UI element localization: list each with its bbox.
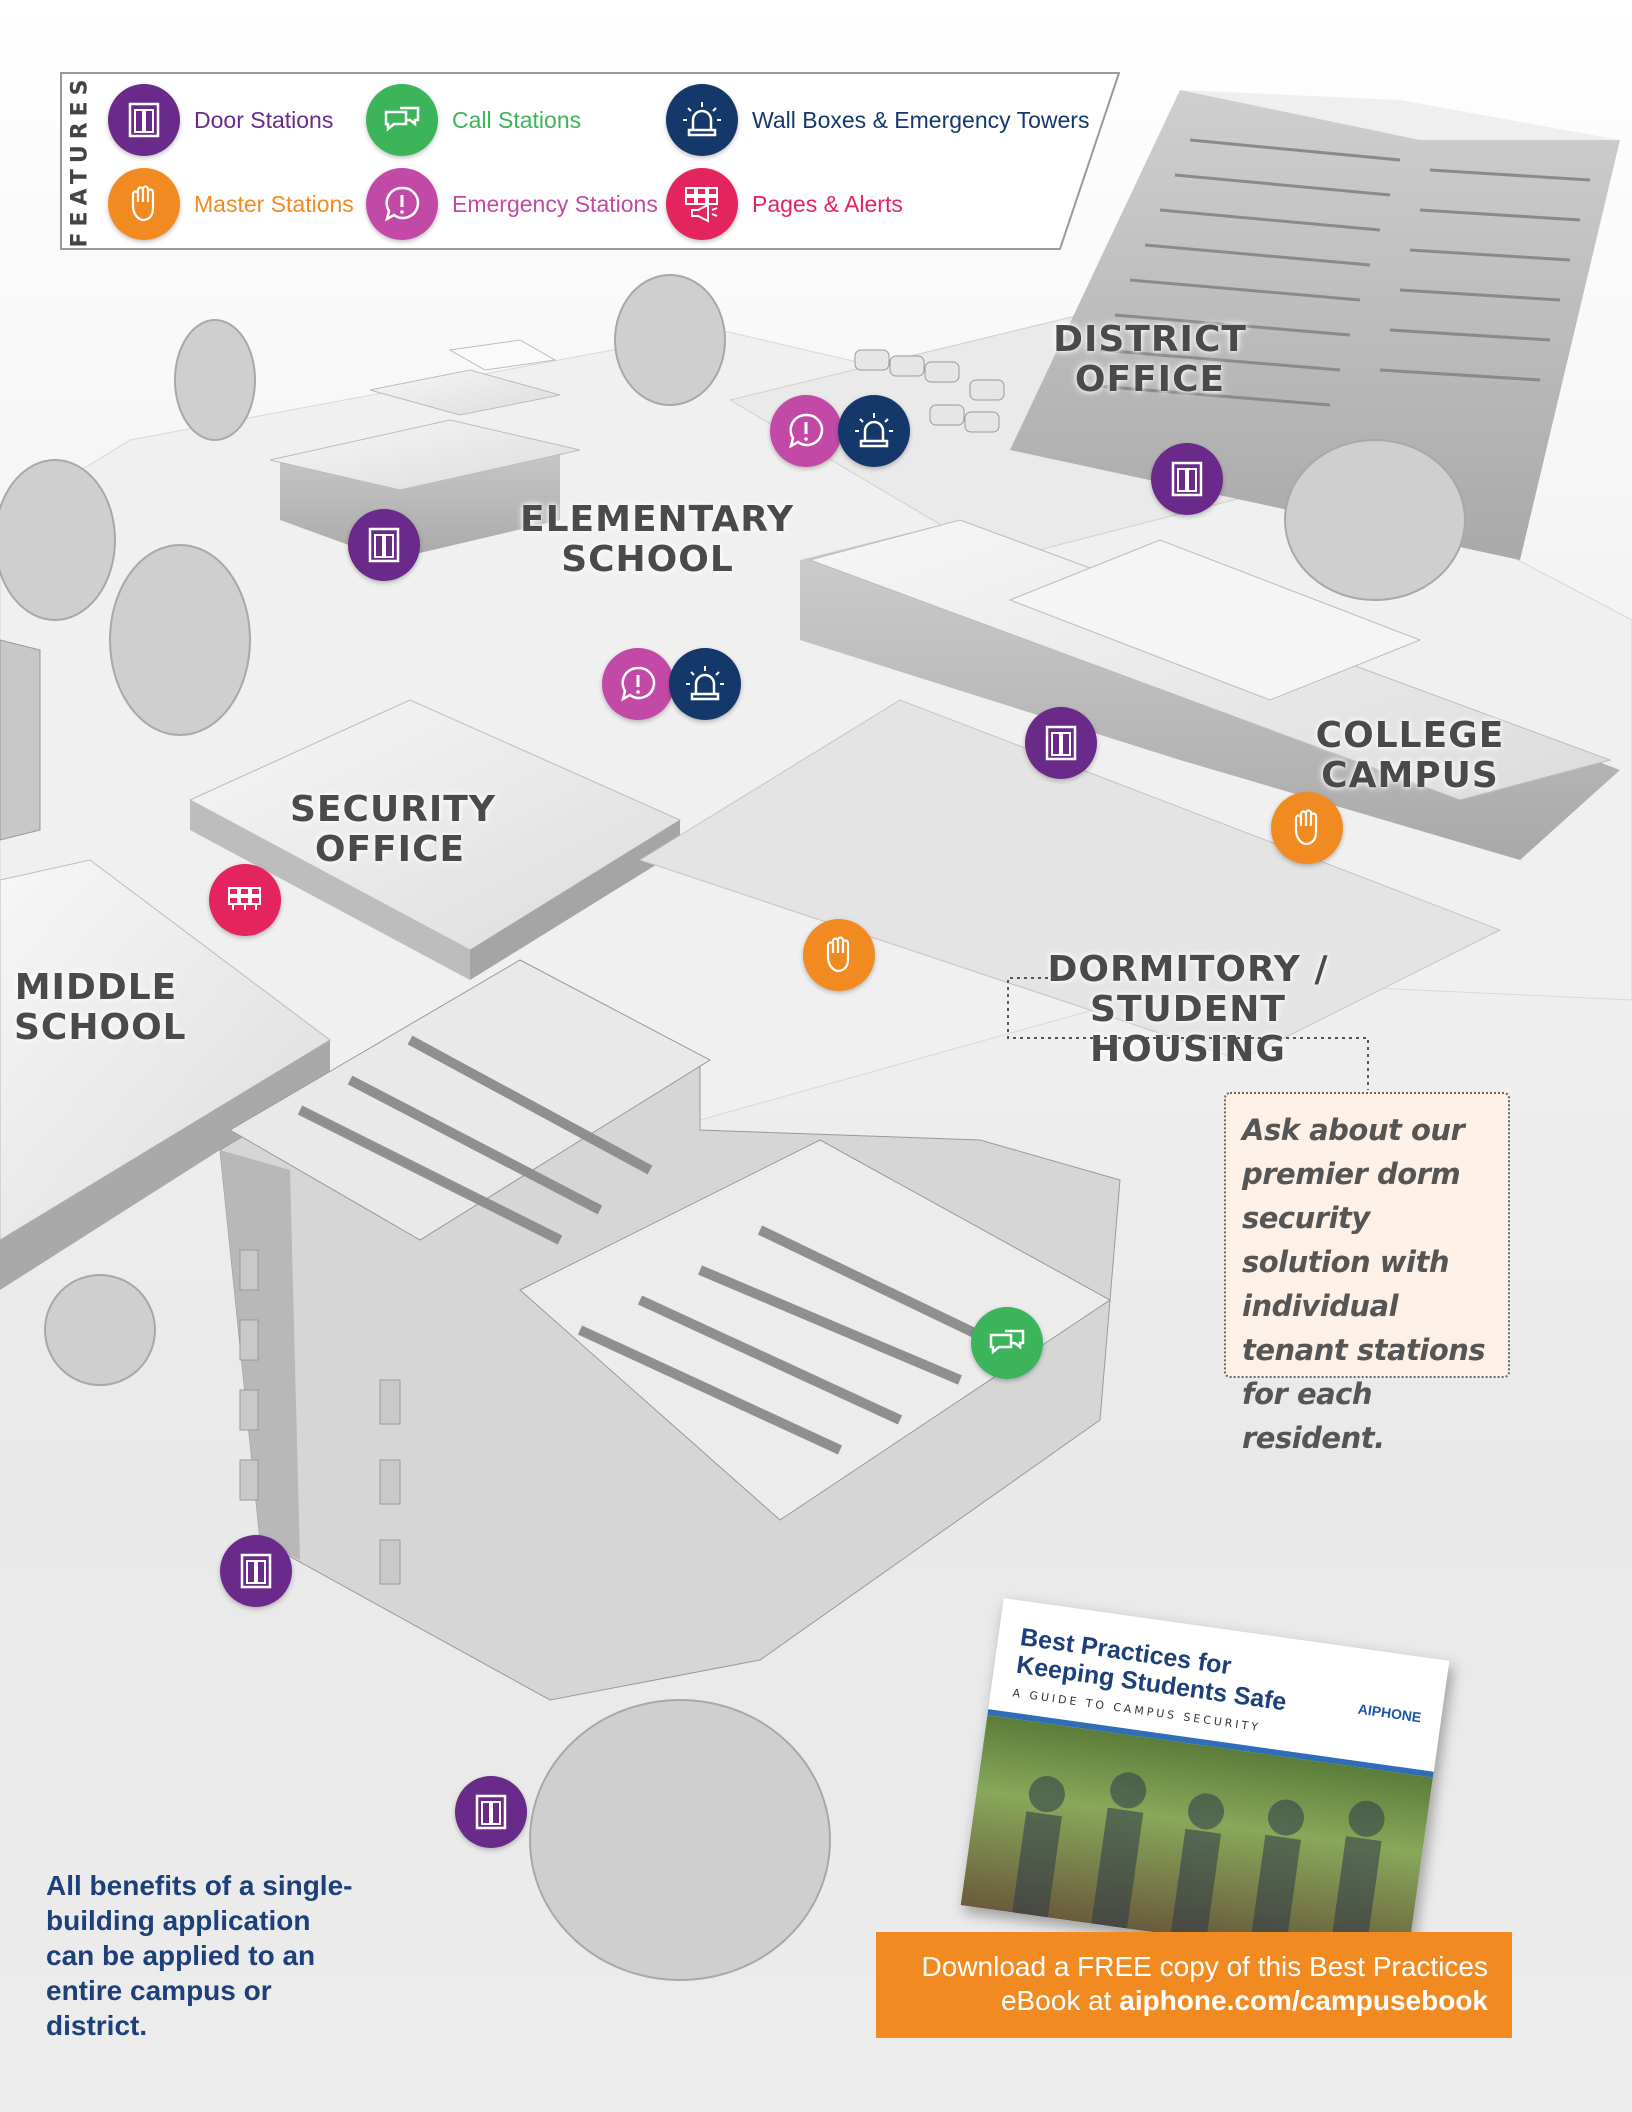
master-station-marker-dorm[interactable] <box>803 919 875 991</box>
megaphone-grid-icon <box>666 168 738 240</box>
cta-link[interactable]: aiphone.com/campusebook <box>1119 1985 1488 2016</box>
legend-label-emergency: Emergency Stations <box>452 190 658 217</box>
door-station-marker-dorm-bottom[interactable] <box>455 1776 527 1848</box>
college-campus-building <box>800 519 1620 860</box>
pages-alerts-marker-security[interactable] <box>209 864 281 936</box>
call-station-marker-dorm[interactable] <box>971 1307 1043 1379</box>
benefits-text: All benefits of a single-building applic… <box>46 1870 353 2041</box>
door-station-marker-district[interactable] <box>1151 443 1223 515</box>
elementary-school-building <box>269 339 581 560</box>
label-middle-school: MIDDLE SCHOOL <box>14 967 187 1048</box>
legend-item-emergency-stations: Emergency Stations <box>366 168 658 240</box>
security-office-building <box>188 699 682 980</box>
aiphone-logo: AIPHONE <box>1356 1700 1423 1726</box>
door-station-marker-elementary[interactable] <box>348 509 420 581</box>
ebook-photo <box>960 1715 1433 1968</box>
alert-bubble-icon <box>366 168 438 240</box>
middle-school-building <box>0 859 331 1290</box>
door-icon <box>108 84 180 156</box>
siren-icon <box>666 84 738 156</box>
callout-connector <box>1007 977 1369 1090</box>
label-college-campus: COLLEGE CAMPUS <box>1315 715 1505 796</box>
wall-box-marker-parking[interactable] <box>838 395 910 467</box>
cta-text: Download a FREE copy of this Best Practi… <box>921 1951 1488 2016</box>
wall-box-marker-quad[interactable] <box>669 648 741 720</box>
legend-item-wall-boxes: Wall Boxes & Emergency Towers <box>666 84 1089 156</box>
legend-item-door-stations: Door Stations <box>108 84 333 156</box>
dorm-callout: Ask about our premier dorm security solu… <box>1224 1092 1510 1455</box>
legend-label-master: Master Stations <box>194 190 354 217</box>
legend-label-pages: Pages & Alerts <box>752 190 903 217</box>
dorm-callout-text: Ask about our premier dorm security solu… <box>1242 1113 1486 1455</box>
ear-hand-icon <box>108 168 180 240</box>
legend-label-door: Door Stations <box>194 106 334 133</box>
label-elementary-school: ELEMENTARY SCHOOL <box>520 499 795 580</box>
label-district-office: DISTRICT OFFICE <box>1053 319 1247 400</box>
legend-item-master-stations: Master Stations <box>108 168 354 240</box>
legend-label: FEATURES <box>67 72 93 248</box>
label-security-office: SECURITY OFFICE <box>290 789 496 870</box>
door-station-marker-dorm-left[interactable] <box>220 1535 292 1607</box>
legend-frame <box>60 72 1120 250</box>
legend-label-wall: Wall Boxes & Emergency Towers <box>752 106 1090 133</box>
emergency-station-marker-quad[interactable] <box>602 648 674 720</box>
dormitory-building <box>219 959 1121 1701</box>
label-dormitory: DORMITORY / STUDENT HOUSING <box>1047 949 1329 1070</box>
district-office-building <box>1010 90 1620 560</box>
legend-item-call-stations: Call Stations <box>366 84 581 156</box>
emergency-station-marker-parking[interactable] <box>770 395 842 467</box>
legend-label-call: Call Stations <box>452 106 582 133</box>
chat-bubbles-icon <box>366 84 438 156</box>
legend-item-pages-alerts: Pages & Alerts <box>666 168 903 240</box>
master-station-marker-college[interactable] <box>1271 792 1343 864</box>
door-station-marker-college[interactable] <box>1025 707 1097 779</box>
ebook-cover[interactable]: Best Practices for Keeping Students Safe… <box>960 1598 1450 1968</box>
download-cta[interactable]: Download a FREE copy of this Best Practi… <box>876 1932 1512 2038</box>
